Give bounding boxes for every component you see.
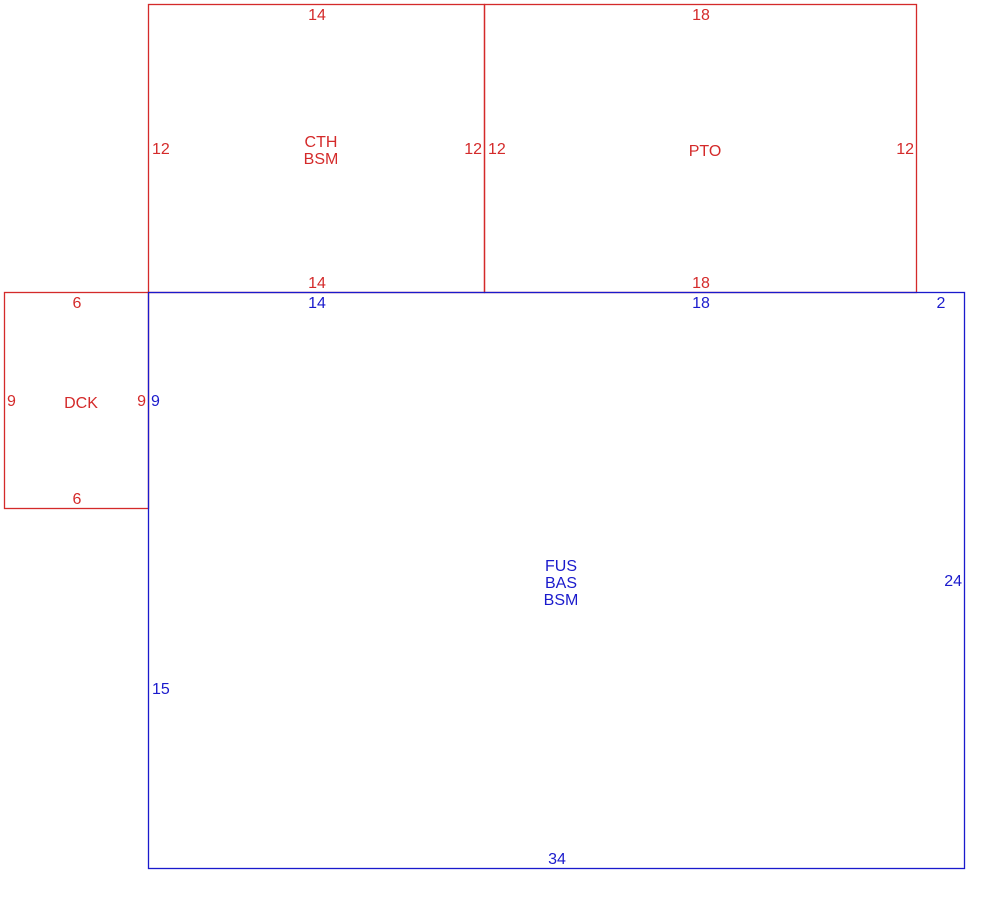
main-area-outline[interactable]: [147, 291, 966, 870]
dck-dim-left: 9: [7, 393, 16, 410]
main-dim-top-left: 14: [308, 295, 326, 312]
cth-code-2: BSM: [304, 151, 339, 168]
pto-dim-top: 18: [692, 7, 710, 24]
main-dim-left-upper: 9: [151, 393, 160, 410]
cth-dim-top: 14: [308, 7, 326, 24]
pto-dim-bottom: 18: [692, 275, 710, 292]
dck-dim-right: 9: [137, 393, 146, 410]
main-dim-right: 24: [944, 573, 962, 590]
cth-code-1: CTH: [305, 134, 338, 151]
main-code-3: BSM: [544, 592, 579, 609]
main-dim-top-corner: 2: [937, 295, 946, 312]
main-dim-top-right: 18: [692, 295, 710, 312]
dck-dim-top: 6: [73, 295, 82, 312]
main-code-1: FUS: [545, 558, 577, 575]
cth-dim-right: 12: [464, 141, 482, 158]
pto-dim-right: 12: [896, 141, 914, 158]
cth-dim-bottom: 14: [308, 275, 326, 292]
main-code-2: BAS: [545, 575, 577, 592]
dck-code-1: DCK: [64, 395, 98, 412]
cth-dim-left: 12: [152, 141, 170, 158]
pto-dim-left: 12: [488, 141, 506, 158]
pto-code-1: PTO: [689, 143, 722, 160]
dck-dim-bottom: 6: [73, 491, 82, 508]
main-dim-left-lower: 15: [152, 681, 170, 698]
main-dim-bottom: 34: [548, 851, 566, 868]
